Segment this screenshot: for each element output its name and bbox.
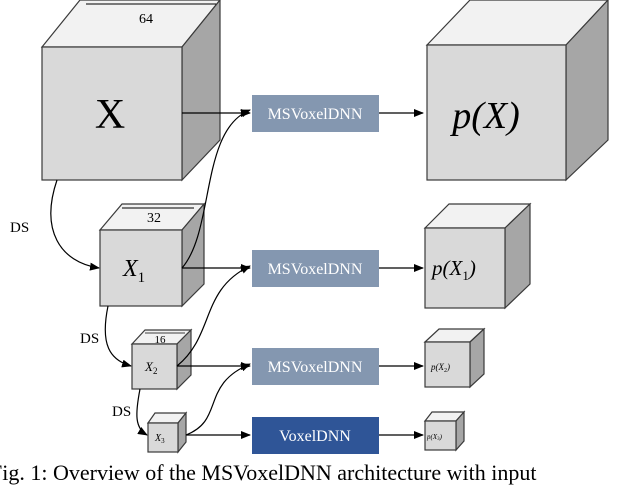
arrows — [50, 109, 424, 439]
dim-label-16: 16 — [155, 334, 167, 346]
figure-caption: Fig. 1: Overview of the MSVoxelDNN archi… — [0, 460, 537, 485]
block-label: MSVoxelDNN — [268, 261, 363, 278]
ds-label-2: DS — [80, 331, 99, 347]
cube-p-x3: p(X3) — [423, 410, 466, 452]
ds-arrow-3 — [136, 388, 148, 436]
cube-x: 64 X — [40, 0, 221, 182]
block-voxeldnn: VoxelDNN — [252, 417, 379, 454]
ds-label-1: DS — [10, 220, 29, 236]
cube-x3-label: X3 — [154, 433, 165, 445]
block-rect — [252, 95, 379, 132]
cube-x3: X3 — [146, 411, 188, 454]
block-msvoxeldnn-3: MSVoxelDNN — [252, 348, 379, 385]
cond-x3-to-block3 — [185, 363, 251, 436]
output-p-x2: p(X2) — [430, 362, 450, 374]
ds-label-3: DS — [112, 404, 131, 420]
cube-x1-label: X1 — [122, 256, 145, 286]
ds-arrow-2 — [104, 305, 132, 368]
cube-p-x2: p(X2) — [423, 327, 486, 389]
output-p-x3: p(X3) — [426, 433, 443, 442]
ds-arrow-1 — [50, 179, 100, 271]
block-rect — [252, 417, 379, 454]
block-rect — [252, 250, 379, 287]
block-label: MSVoxelDNN — [268, 106, 363, 123]
cube-x1: 32 X1 — [98, 202, 206, 308]
block-msvoxeldnn-2: MSVoxelDNN — [252, 250, 379, 287]
cube-p-x1: p(X1) — [423, 202, 532, 310]
cond-x1-to-block1 — [181, 109, 251, 269]
block-label: MSVoxelDNN — [268, 359, 363, 376]
cube-x2-label: X2 — [144, 359, 157, 376]
dim-label-64: 64 — [139, 12, 153, 27]
cube-x2: 16 X2 — [130, 328, 193, 391]
block-msvoxeldnn-1: MSVoxelDNN — [252, 95, 379, 132]
cond-x2-to-block2 — [176, 265, 251, 367]
output-p-x: p(X) — [449, 95, 520, 137]
output-p-x1: p(X1) — [430, 256, 476, 283]
cube-x-label: X — [95, 92, 125, 138]
block-label: VoxelDNN — [279, 428, 351, 445]
cube-p-x: p(X) — [425, 0, 609, 182]
dim-label-32: 32 — [147, 211, 161, 226]
block-rect — [252, 348, 379, 385]
